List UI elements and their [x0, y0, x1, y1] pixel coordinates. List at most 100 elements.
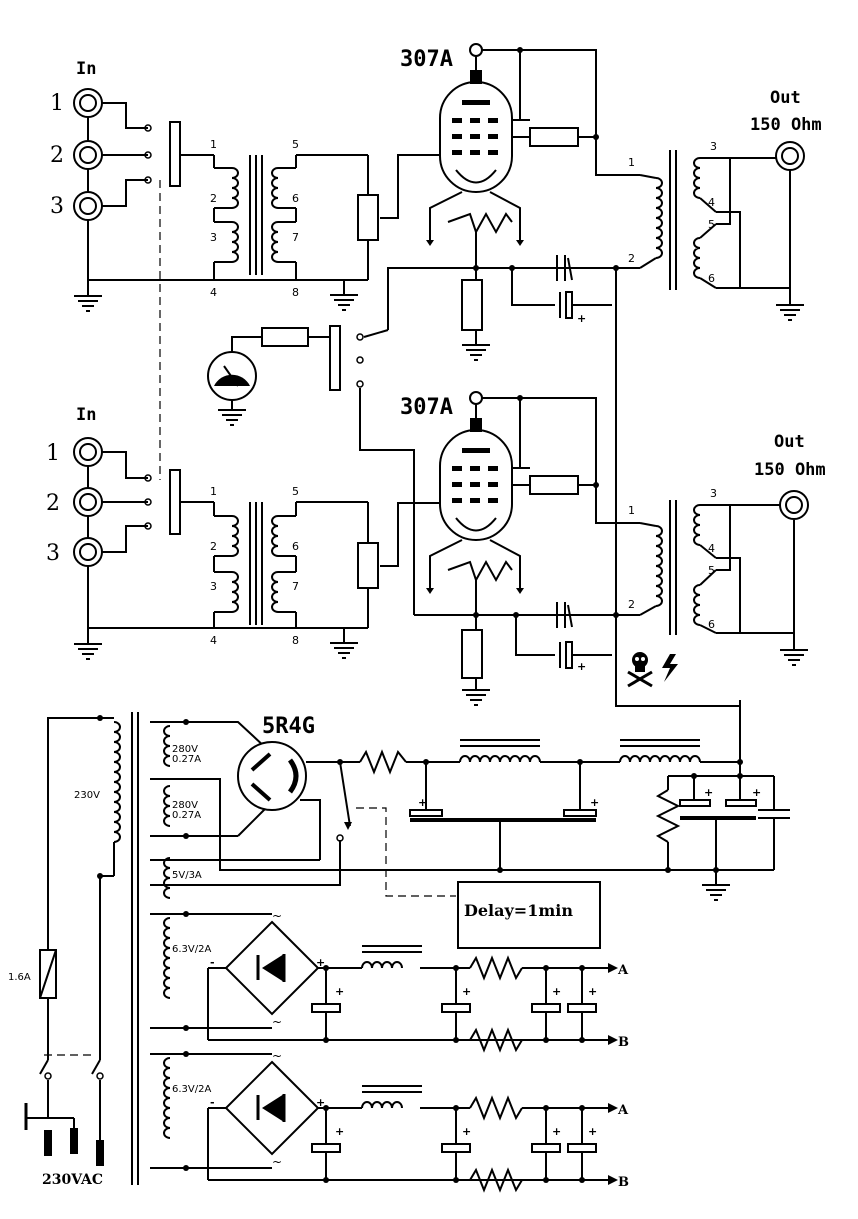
meter-section	[159, 180, 415, 615]
upper-input-jack-2[interactable]	[73, 140, 103, 170]
lower-ot-pin-6: 6	[708, 618, 715, 631]
upper-input-jack-1[interactable]	[73, 88, 103, 118]
lower-input-pin-1: 1	[46, 441, 60, 466]
heater-supply-2	[150, 1051, 618, 1193]
lower-input-jack-3[interactable]	[73, 537, 103, 567]
upper-it-pin-2: 2	[210, 192, 217, 205]
fil-winding-label: 5V/3A	[172, 870, 202, 881]
upper-input-jack-3[interactable]	[73, 191, 103, 221]
svg-text:+: +	[588, 1125, 597, 1138]
upper-channel: In 1 2 3	[50, 43, 822, 700]
upper-it-pin-7: 7	[292, 231, 299, 244]
upper-electrolytic-capacitor: +	[559, 291, 586, 325]
lower-input-ground-icon	[73, 643, 103, 660]
heater1-label: 6.3V/2A	[172, 944, 211, 955]
upper-input-title: In	[76, 59, 96, 79]
upper-input-ground-icon	[73, 295, 103, 312]
hv-filter-capacitors: + + + +	[409, 786, 790, 822]
upper-it-pin-4: 4	[210, 286, 217, 299]
lower-input-pin-2: 2	[46, 491, 60, 516]
lower-input-jack-2[interactable]	[73, 487, 103, 517]
skull-crossbones-icon	[627, 652, 653, 688]
lower-electrolytic-capacitor: +	[559, 641, 586, 673]
svg-text:+: +	[590, 796, 599, 809]
upper-ot-pin-5: 5	[708, 218, 715, 231]
upper-switch-contact-2	[144, 151, 152, 159]
upper-input-transformer	[214, 155, 296, 275]
meter-ground-icon	[217, 409, 247, 426]
svg-text:+: +	[335, 1125, 344, 1138]
lower-ot-pin-1: 1	[628, 504, 635, 517]
upper-cathode-ground-icon	[461, 344, 491, 361]
svg-text:+: +	[418, 796, 427, 809]
upper-output-jack[interactable]	[775, 141, 805, 171]
lower-input-selector-switch[interactable]	[169, 469, 181, 535]
lower-it-pin-6: 6	[292, 540, 299, 553]
mains-primary-winding-c	[113, 801, 121, 843]
lower-it-pin-5: 5	[292, 485, 299, 498]
h2-plus: +	[316, 1096, 325, 1109]
upper-input-pin-2: 2	[50, 143, 64, 168]
lower-it-pin-8: 8	[292, 634, 299, 647]
upper-it-pin-6: 6	[292, 192, 299, 205]
psu-ground-icon	[701, 884, 731, 901]
mains-primary-winding-a	[113, 721, 121, 763]
heater2-rail-b: B	[618, 1175, 629, 1190]
svg-text:+: +	[588, 985, 597, 998]
lower-input-jack-1[interactable]	[73, 437, 103, 467]
rectifier-tube-label: 5R4G	[262, 714, 315, 739]
upper-switch-contact-1	[144, 124, 152, 132]
svg-text:+: +	[577, 312, 586, 325]
upper-input-selector-switch[interactable]	[169, 121, 181, 187]
h1-plus: +	[316, 956, 325, 969]
upper-it-pin-5: 5	[292, 138, 299, 151]
heater1-rail-b: B	[618, 1035, 629, 1050]
primary-voltage-label: 230V	[74, 790, 100, 801]
mains-voltage-label: 230VAC	[42, 1172, 103, 1188]
hv-choke-1b	[499, 755, 541, 763]
hv1-voltage-label: 280V	[172, 744, 198, 755]
5r4g-rectifier-tube	[237, 741, 307, 811]
upper-cathode-resistor	[461, 279, 483, 331]
heater2-rail-a: A	[617, 1103, 629, 1118]
lower-it-pin-3: 3	[210, 580, 217, 593]
svg-text:+: +	[462, 1125, 471, 1138]
mains-primary-winding-b	[113, 761, 121, 803]
lower-xfmr-ground-icon	[329, 642, 359, 659]
lower-coupling-capacitor	[555, 602, 580, 628]
upper-anode-cap	[469, 43, 483, 57]
upper-307a-tube	[439, 70, 513, 193]
heater-supply-1	[150, 911, 618, 1053]
lower-output-jack[interactable]	[779, 490, 809, 520]
lower-it-pin-1: 1	[210, 485, 217, 498]
hv-choke-2b	[659, 755, 701, 763]
hv-choke-2	[619, 755, 661, 763]
fuse-rating-label: 1.6A	[8, 972, 31, 983]
lower-it-pin-7: 7	[292, 580, 299, 593]
lower-channel: In 1 2 3	[46, 391, 826, 706]
lower-input-pin-3: 3	[46, 541, 60, 566]
hv-choke-1	[459, 755, 501, 763]
upper-gain-potentiometer[interactable]	[357, 194, 379, 241]
delay-label: Delay=1min	[464, 901, 573, 920]
upper-switch-contact-3	[144, 176, 152, 184]
h1-ac-bottom: ~	[272, 1015, 282, 1029]
h1-ac-top: ~	[272, 909, 282, 923]
meter-resistor	[261, 327, 309, 347]
svg-text:+: +	[335, 985, 344, 998]
upper-it-pin-1: 1	[210, 138, 217, 151]
lower-output-transformer	[639, 500, 795, 650]
svg-text:+: +	[704, 786, 713, 799]
meter-selector-switch[interactable]	[329, 325, 341, 391]
lower-gain-potentiometer[interactable]	[357, 542, 379, 589]
upper-input-pin-1: 1	[50, 91, 64, 116]
heater1-rail-a: A	[617, 963, 629, 978]
lower-it-pin-4: 4	[210, 634, 217, 647]
lower-tube-label: 307A	[400, 395, 453, 420]
mains-power-switch[interactable]	[39, 1054, 104, 1140]
delay-timer-box	[457, 881, 601, 949]
svg-text:+: +	[552, 1125, 561, 1138]
lower-cathode-ground-icon	[461, 689, 491, 706]
upper-screen-resistor	[529, 127, 579, 147]
